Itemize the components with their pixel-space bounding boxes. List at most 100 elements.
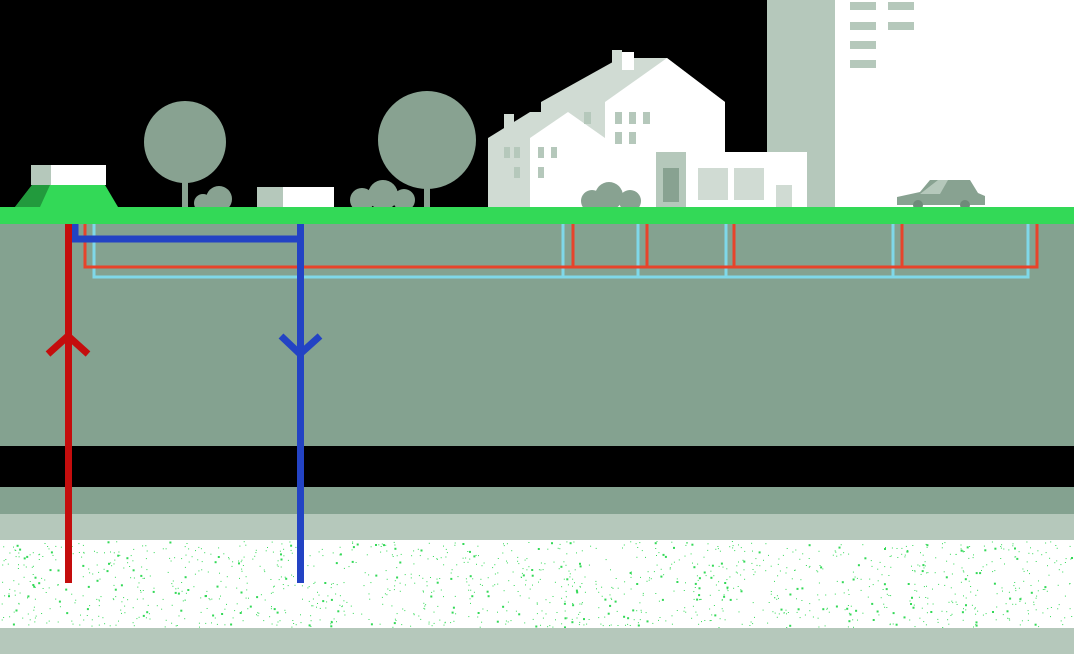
speckle bbox=[140, 590, 141, 591]
speckle bbox=[852, 571, 854, 573]
speckle bbox=[718, 589, 720, 591]
speckle bbox=[584, 591, 586, 593]
speckle bbox=[31, 566, 33, 568]
speckle bbox=[13, 580, 15, 582]
speckle bbox=[542, 569, 544, 571]
speckle bbox=[711, 614, 713, 616]
speckle bbox=[932, 588, 933, 590]
speckle bbox=[684, 607, 686, 609]
speckle bbox=[944, 542, 946, 544]
speckle bbox=[254, 555, 256, 557]
speckle bbox=[932, 603, 934, 605]
speckle bbox=[1029, 573, 1030, 575]
speckle bbox=[13, 611, 15, 613]
speckle bbox=[860, 578, 862, 580]
speckle bbox=[935, 557, 937, 559]
speckle bbox=[564, 610, 566, 612]
speckle bbox=[738, 561, 739, 563]
speckle bbox=[1027, 610, 1029, 612]
speckle bbox=[1035, 561, 1037, 562]
speckle bbox=[895, 623, 898, 626]
speckle bbox=[19, 548, 22, 551]
speckle bbox=[521, 572, 523, 574]
speckle bbox=[753, 574, 755, 576]
speckle bbox=[630, 588, 632, 590]
bedrock-layer bbox=[0, 540, 1074, 628]
speckle bbox=[561, 623, 563, 625]
speckle bbox=[326, 601, 328, 603]
bush bbox=[581, 182, 641, 212]
speckle bbox=[356, 543, 359, 546]
speckle bbox=[884, 566, 886, 568]
speckle bbox=[617, 587, 619, 589]
speckle bbox=[83, 619, 85, 621]
speckle bbox=[283, 548, 285, 550]
speckle bbox=[114, 588, 117, 591]
speckle bbox=[740, 547, 742, 549]
speckle bbox=[818, 626, 820, 628]
speckle bbox=[107, 541, 110, 544]
speckle bbox=[55, 545, 57, 547]
speckle bbox=[366, 554, 368, 556]
speckle bbox=[545, 613, 547, 615]
speckle bbox=[29, 554, 31, 556]
speckle bbox=[34, 621, 36, 623]
speckle bbox=[113, 599, 115, 601]
speckle bbox=[785, 609, 787, 611]
speckle bbox=[946, 560, 948, 562]
speckle bbox=[696, 575, 698, 577]
speckle bbox=[701, 621, 702, 623]
speckle bbox=[956, 604, 958, 605]
speckle bbox=[1050, 616, 1051, 618]
speckle bbox=[736, 572, 738, 574]
speckle bbox=[724, 582, 727, 584]
speckle bbox=[423, 602, 425, 604]
speckle bbox=[822, 568, 824, 570]
speckle bbox=[57, 621, 59, 623]
speckle bbox=[308, 600, 310, 602]
cold-connector-pipe bbox=[71, 224, 300, 243]
speckle bbox=[559, 543, 561, 545]
speckle bbox=[216, 585, 219, 588]
speckle bbox=[727, 590, 729, 592]
speckle bbox=[335, 562, 338, 565]
speckle bbox=[142, 614, 145, 617]
speckle bbox=[57, 569, 60, 572]
speckle bbox=[974, 607, 976, 609]
speckle bbox=[15, 556, 17, 558]
speckle bbox=[656, 541, 658, 543]
speckle bbox=[1057, 584, 1059, 586]
speckle bbox=[914, 571, 916, 573]
speckle bbox=[847, 605, 849, 606]
speckle bbox=[437, 605, 439, 607]
speckle bbox=[707, 549, 709, 551]
speckle bbox=[467, 561, 469, 563]
speckle bbox=[1002, 590, 1003, 592]
speckle bbox=[595, 580, 597, 582]
speckle bbox=[423, 607, 425, 609]
speckle bbox=[694, 582, 697, 585]
speckle bbox=[145, 545, 147, 547]
speckle bbox=[888, 575, 890, 576]
speckle bbox=[506, 560, 507, 562]
speckle bbox=[80, 614, 81, 616]
speckle bbox=[28, 624, 30, 626]
speckle bbox=[569, 542, 572, 545]
speckle bbox=[832, 554, 834, 556]
speckle bbox=[450, 622, 452, 624]
speckle bbox=[350, 605, 352, 607]
speckle bbox=[625, 624, 626, 626]
speckle bbox=[1058, 569, 1060, 571]
speckle bbox=[557, 547, 559, 549]
speckle bbox=[965, 604, 967, 607]
speckle bbox=[391, 605, 393, 607]
speckle bbox=[545, 599, 547, 601]
speckle bbox=[59, 606, 61, 608]
speckle bbox=[713, 605, 715, 606]
speckle bbox=[630, 541, 632, 543]
speckle bbox=[965, 597, 967, 599]
speckle bbox=[616, 610, 618, 612]
speckle bbox=[9, 588, 11, 590]
speckle bbox=[184, 576, 187, 579]
speckle bbox=[332, 552, 334, 554]
